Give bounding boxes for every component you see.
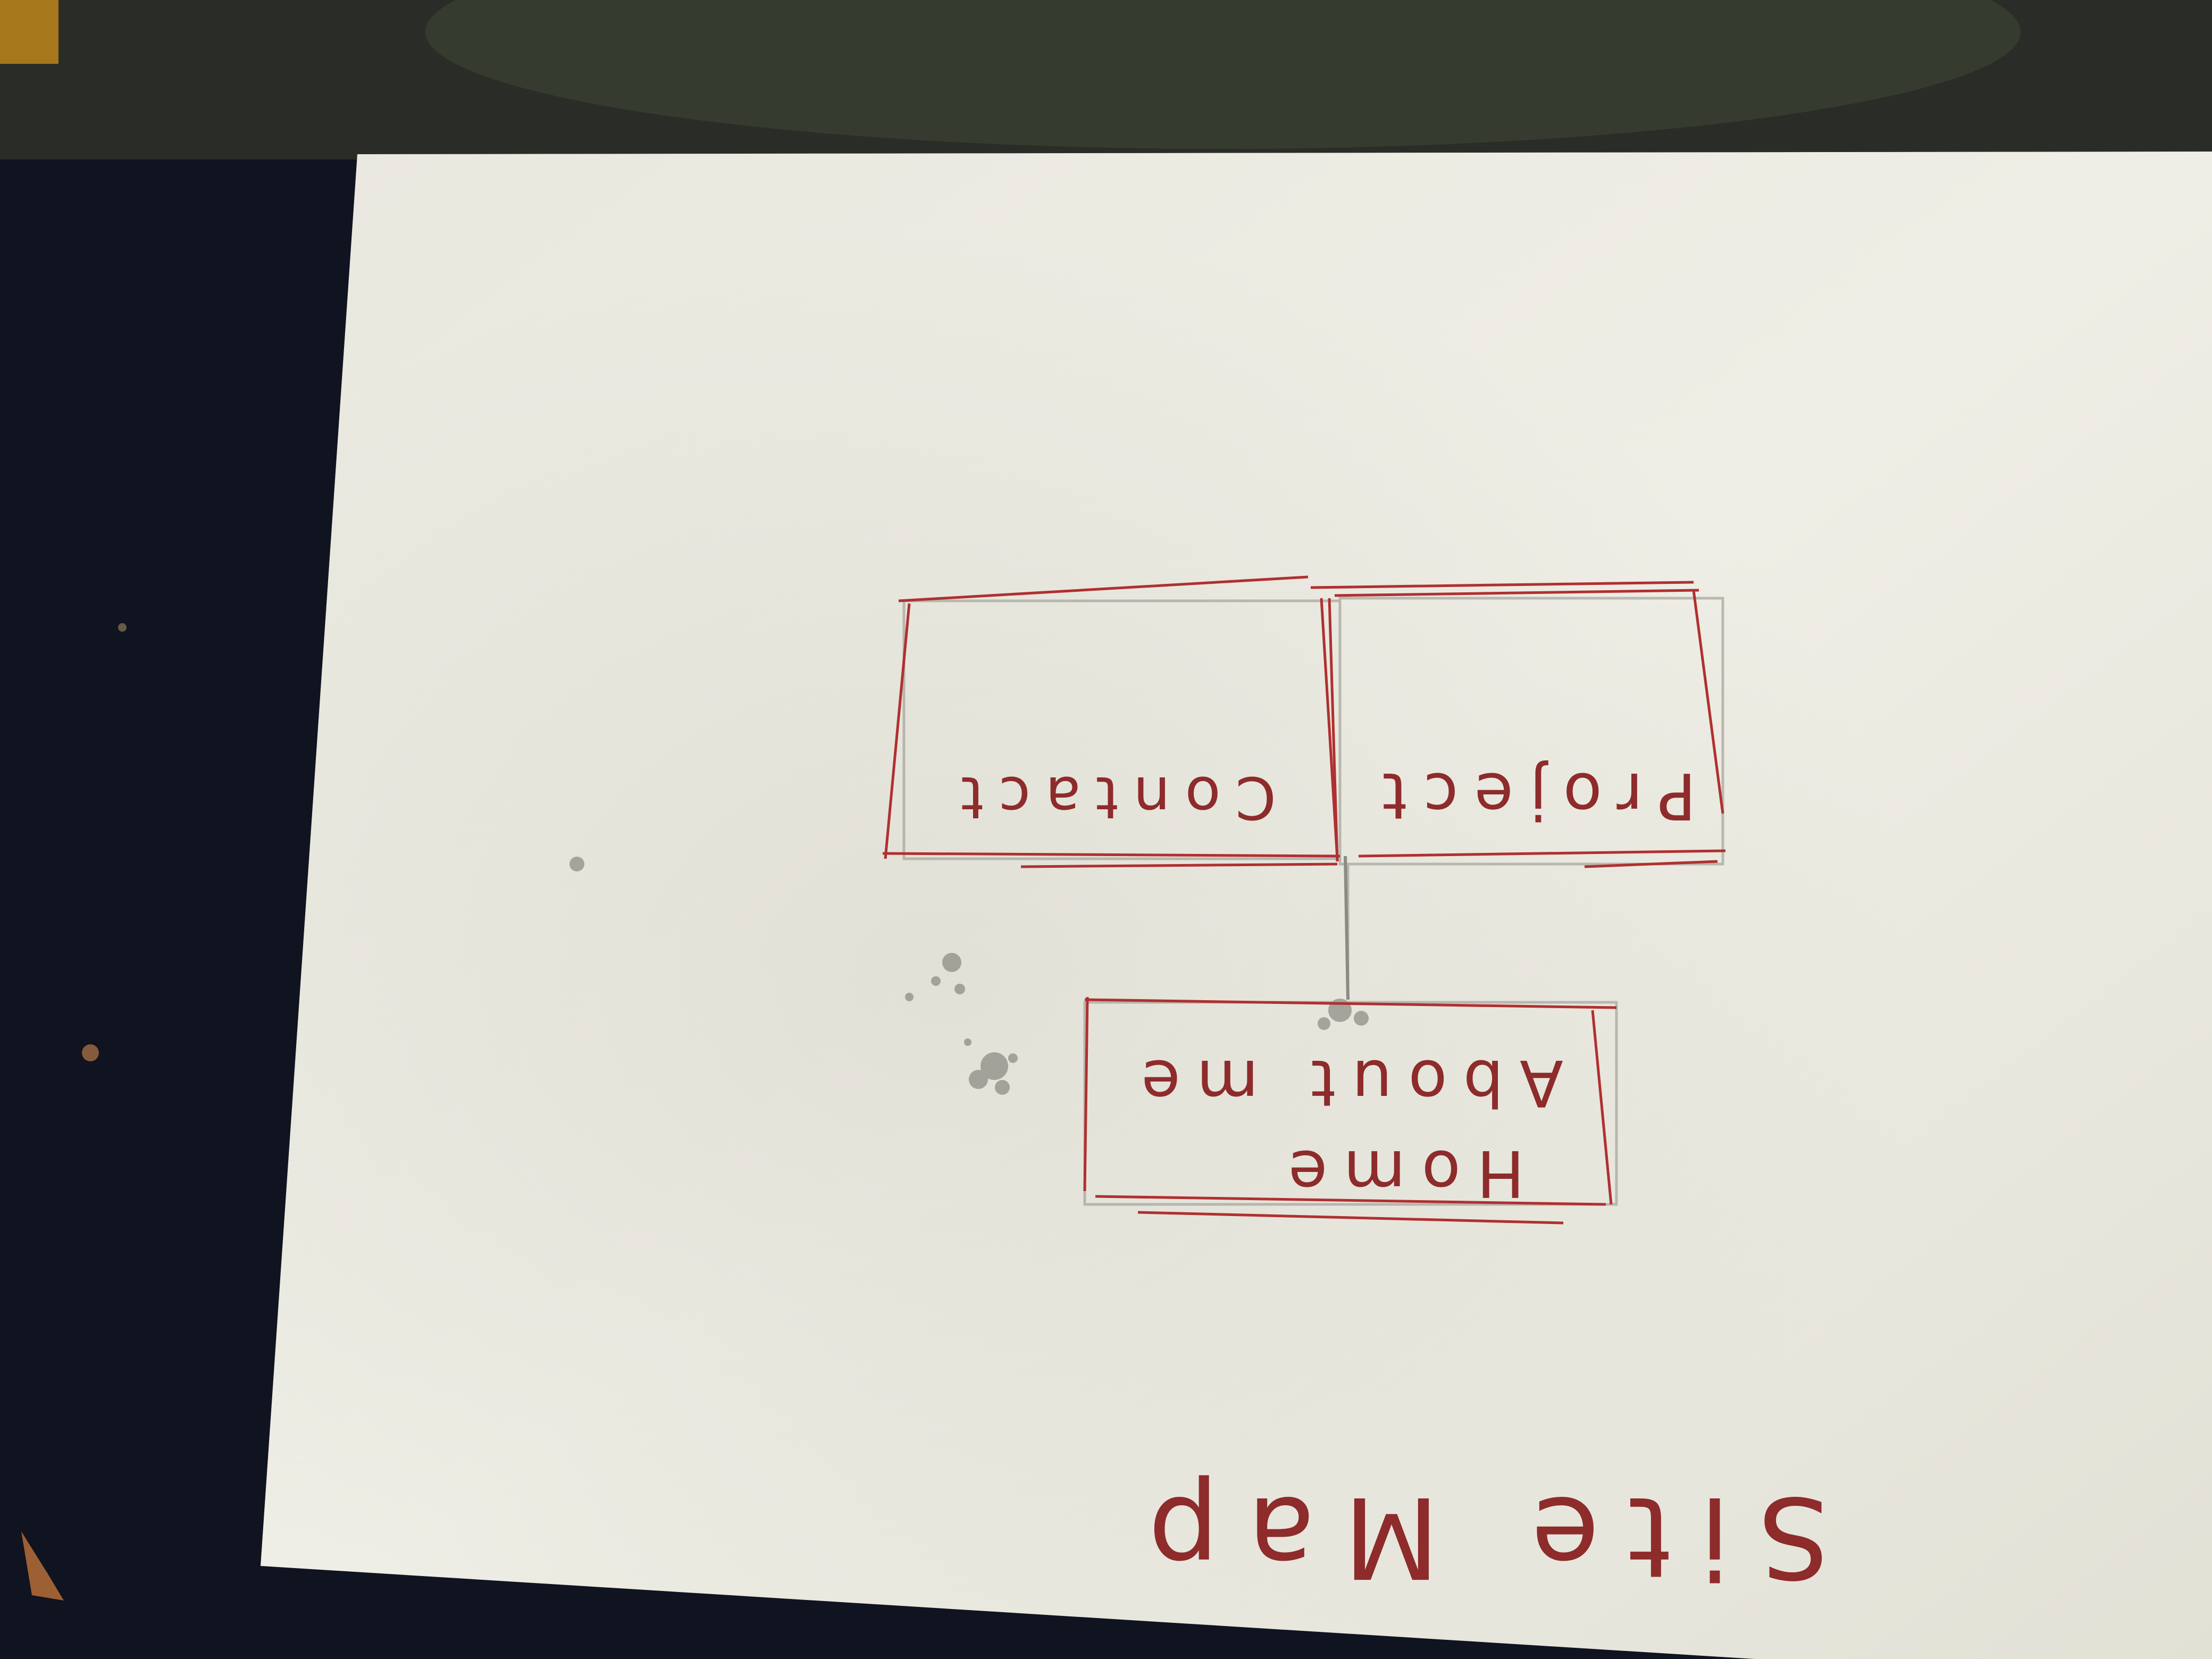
contact-box (882, 575, 1340, 868)
project-label: Project (1366, 758, 1696, 832)
contact-label: Contact (946, 764, 1276, 832)
about-me-label: About me (1125, 1045, 1563, 1119)
site-map-title: Site Map (1120, 1472, 1829, 1602)
paper-sheet (261, 152, 2212, 1659)
project-box (1310, 581, 1726, 868)
ink-blots (569, 857, 1369, 1095)
connector-line (1344, 856, 1350, 1000)
home-label: Home (1272, 1136, 1525, 1210)
home-box (1083, 996, 1617, 1225)
